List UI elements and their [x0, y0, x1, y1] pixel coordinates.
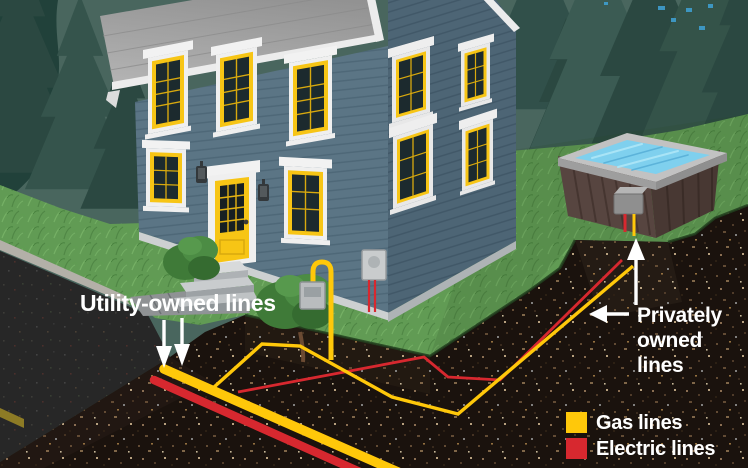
road-texture	[0, 251, 170, 462]
privately-owned-label-line1: Privately	[637, 304, 722, 327]
privately-owned-label-line2: owned	[637, 329, 702, 352]
hot-tub	[558, 133, 727, 238]
window-gable-upper-right	[458, 33, 494, 112]
electric-meter-dial	[368, 256, 380, 268]
window-upper-right	[284, 45, 337, 147]
window-upper-mid	[211, 37, 262, 138]
legend-swatch-electric	[566, 438, 587, 459]
down-arrow-icon	[174, 318, 190, 366]
utility-owned-label: Utility-owned lines	[80, 290, 276, 316]
gas-meter-dial	[304, 287, 321, 297]
gas-service-line	[211, 264, 635, 416]
curb	[0, 240, 130, 305]
raked-fascia-front	[367, 0, 384, 42]
left-arrow-icon	[589, 305, 629, 323]
raked-fascia-gable	[483, 0, 520, 32]
door-knob	[243, 219, 249, 225]
sky-glints	[604, 2, 713, 30]
window-upper-left	[143, 40, 193, 140]
down-arrow-icon	[156, 320, 172, 368]
porch-lantern-left	[196, 161, 207, 183]
hot-tub-rim-edge-right	[656, 153, 727, 190]
foundation-right	[388, 241, 516, 322]
electric-meter	[361, 249, 387, 312]
window-gable-lower-right	[459, 108, 497, 196]
window-gable-upper-left	[388, 35, 434, 129]
electric-service-line	[237, 259, 623, 394]
gas-main-line	[159, 364, 401, 468]
legend-label-electric: Electric lines	[596, 438, 715, 460]
electric-meter-wires	[367, 280, 377, 312]
door-muntins	[219, 184, 245, 232]
hot-tub-rim-edge-left	[558, 158, 656, 190]
water-streaks	[591, 143, 689, 171]
sod-edge-right	[667, 203, 748, 244]
porch-lantern-right	[258, 179, 269, 201]
annotations: Utility-owned lines Privately owned line…	[80, 238, 723, 377]
road-marking	[0, 408, 24, 428]
bush-left	[163, 236, 220, 280]
utility-owned-arrows	[156, 318, 190, 368]
legend: Gas lines Electric lines	[566, 412, 716, 460]
front-door	[203, 160, 260, 268]
soil-texture	[0, 205, 748, 468]
eave-corner-return	[106, 90, 120, 108]
legend-label-gas: Gas lines	[596, 412, 682, 434]
door-lower-panel	[219, 239, 245, 255]
electric-main-line	[149, 375, 362, 468]
window-lower-right	[279, 156, 332, 246]
window-gable-lower-left	[389, 112, 437, 215]
hot-tub-water	[575, 140, 710, 174]
privately-owned-label-line3: lines	[637, 354, 683, 377]
up-arrow-icon	[627, 238, 645, 305]
window-lower-left	[142, 139, 190, 213]
bush-trunk	[298, 331, 306, 363]
legend-swatch-gas	[566, 412, 587, 433]
gas-meter	[299, 259, 334, 360]
door-crown	[203, 160, 260, 179]
porch-steps	[174, 261, 258, 315]
soil-cross-section	[0, 203, 748, 468]
sod-edge-left	[244, 239, 577, 358]
hot-tub-side-right	[650, 150, 720, 238]
gas-meter-pipe	[310, 259, 334, 360]
hot-tub-feed-wires	[623, 214, 636, 236]
hot-tub-control-box	[613, 187, 648, 215]
